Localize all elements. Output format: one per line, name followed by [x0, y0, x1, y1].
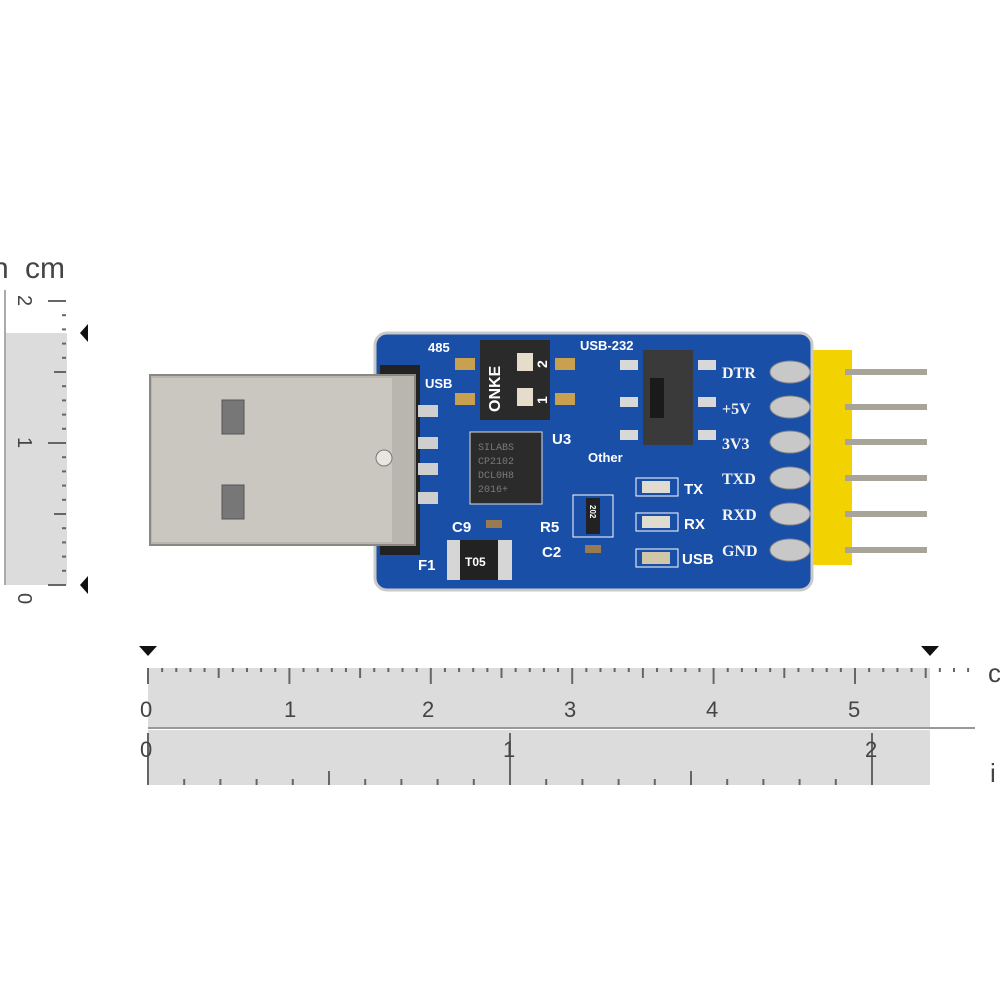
unit-label-cut: c — [988, 658, 1000, 688]
header-pin — [845, 475, 927, 481]
chip-marking: DCL0H8 — [478, 471, 514, 482]
usb-converter-board: ONKE 2 1 485 USB-232 USB Other SILABS CP… — [149, 331, 927, 592]
label-c2: C2 — [542, 544, 561, 561]
unit-label-cut: n — [0, 252, 9, 285]
tick-label: 2 — [13, 295, 35, 306]
label-c9: C9 — [452, 519, 471, 536]
dip-switch[interactable] — [480, 340, 550, 420]
dip-label-1: 1 — [534, 396, 550, 404]
led-rx — [635, 512, 679, 532]
marker-triangle — [921, 646, 939, 656]
label-485: 485 — [428, 340, 450, 355]
label-tx: TX — [684, 481, 703, 498]
led-usb — [635, 548, 679, 568]
marker-triangle — [80, 576, 88, 594]
solder-pad — [769, 395, 811, 419]
label-f1: F1 — [418, 557, 436, 574]
label-other: Other — [588, 450, 623, 465]
unit-label: cm — [25, 252, 65, 285]
pin-label-5v: +5V — [722, 401, 751, 418]
resistor-array — [586, 498, 600, 534]
chip-marking: SILABS — [478, 443, 514, 454]
tick-label: 5 — [848, 697, 860, 722]
header-plastic — [812, 350, 852, 565]
marker-triangle — [80, 324, 88, 342]
led-tx — [635, 477, 679, 497]
tick-label: 0 — [13, 593, 35, 604]
dip-text: ONKE — [487, 365, 504, 412]
ruler-band-cm — [148, 668, 930, 728]
marker-triangle — [139, 646, 157, 656]
tick-label: 2 — [865, 737, 877, 762]
header-pin — [845, 439, 927, 445]
label-usb: USB — [425, 376, 452, 391]
tick-label: 1 — [284, 697, 296, 722]
label-r5: R5 — [540, 519, 559, 536]
label-u3: U3 — [552, 431, 571, 448]
vertical-ruler: n cm 0 1 2 — [0, 252, 88, 604]
tick-label: 1 — [503, 737, 515, 762]
label-led-usb: USB — [682, 551, 714, 568]
tick-label: 0 — [140, 697, 152, 722]
chip-marking: 2016+ — [478, 485, 508, 496]
tick-label: 4 — [706, 697, 718, 722]
fuse-label: T05 — [465, 555, 486, 569]
solder-pad — [769, 466, 811, 490]
solder-pad — [769, 538, 811, 562]
solder-pad — [769, 360, 811, 384]
tick-label: 2 — [422, 697, 434, 722]
horizontal-ruler: 0 1 2 3 4 5 0 1 2 c i — [139, 646, 1000, 788]
header-pin — [845, 369, 927, 375]
cp2102-chip — [469, 431, 543, 505]
chip-marking: CP2102 — [478, 457, 514, 468]
usb-plug-hole — [221, 399, 245, 435]
solder-pad — [769, 502, 811, 526]
pin-label-rxd: RXD — [722, 507, 757, 524]
tick-label: 1 — [13, 437, 35, 448]
header-pin — [845, 547, 927, 553]
solder-pad — [769, 430, 811, 454]
usb-plug-hole — [221, 484, 245, 520]
label-rx: RX — [684, 516, 705, 533]
pin-label-txd: TXD — [722, 471, 756, 488]
pin-label-gnd: GND — [722, 543, 758, 560]
label-usb232: USB-232 — [580, 338, 633, 353]
tick-label: 0 — [140, 737, 152, 762]
tick-label: 3 — [564, 697, 576, 722]
header-pin — [845, 511, 927, 517]
header-pin — [845, 404, 927, 410]
ruler-band — [5, 333, 67, 585]
pin-label-3v3: 3V3 — [722, 436, 750, 453]
resistor-array-label: 202 — [588, 505, 597, 519]
unit-label-cut: i — [990, 758, 996, 788]
pin-header — [812, 350, 927, 565]
dip-label-2: 2 — [534, 360, 550, 368]
ruler-band-in — [148, 730, 930, 785]
pin-label-dtr: DTR — [722, 365, 756, 382]
